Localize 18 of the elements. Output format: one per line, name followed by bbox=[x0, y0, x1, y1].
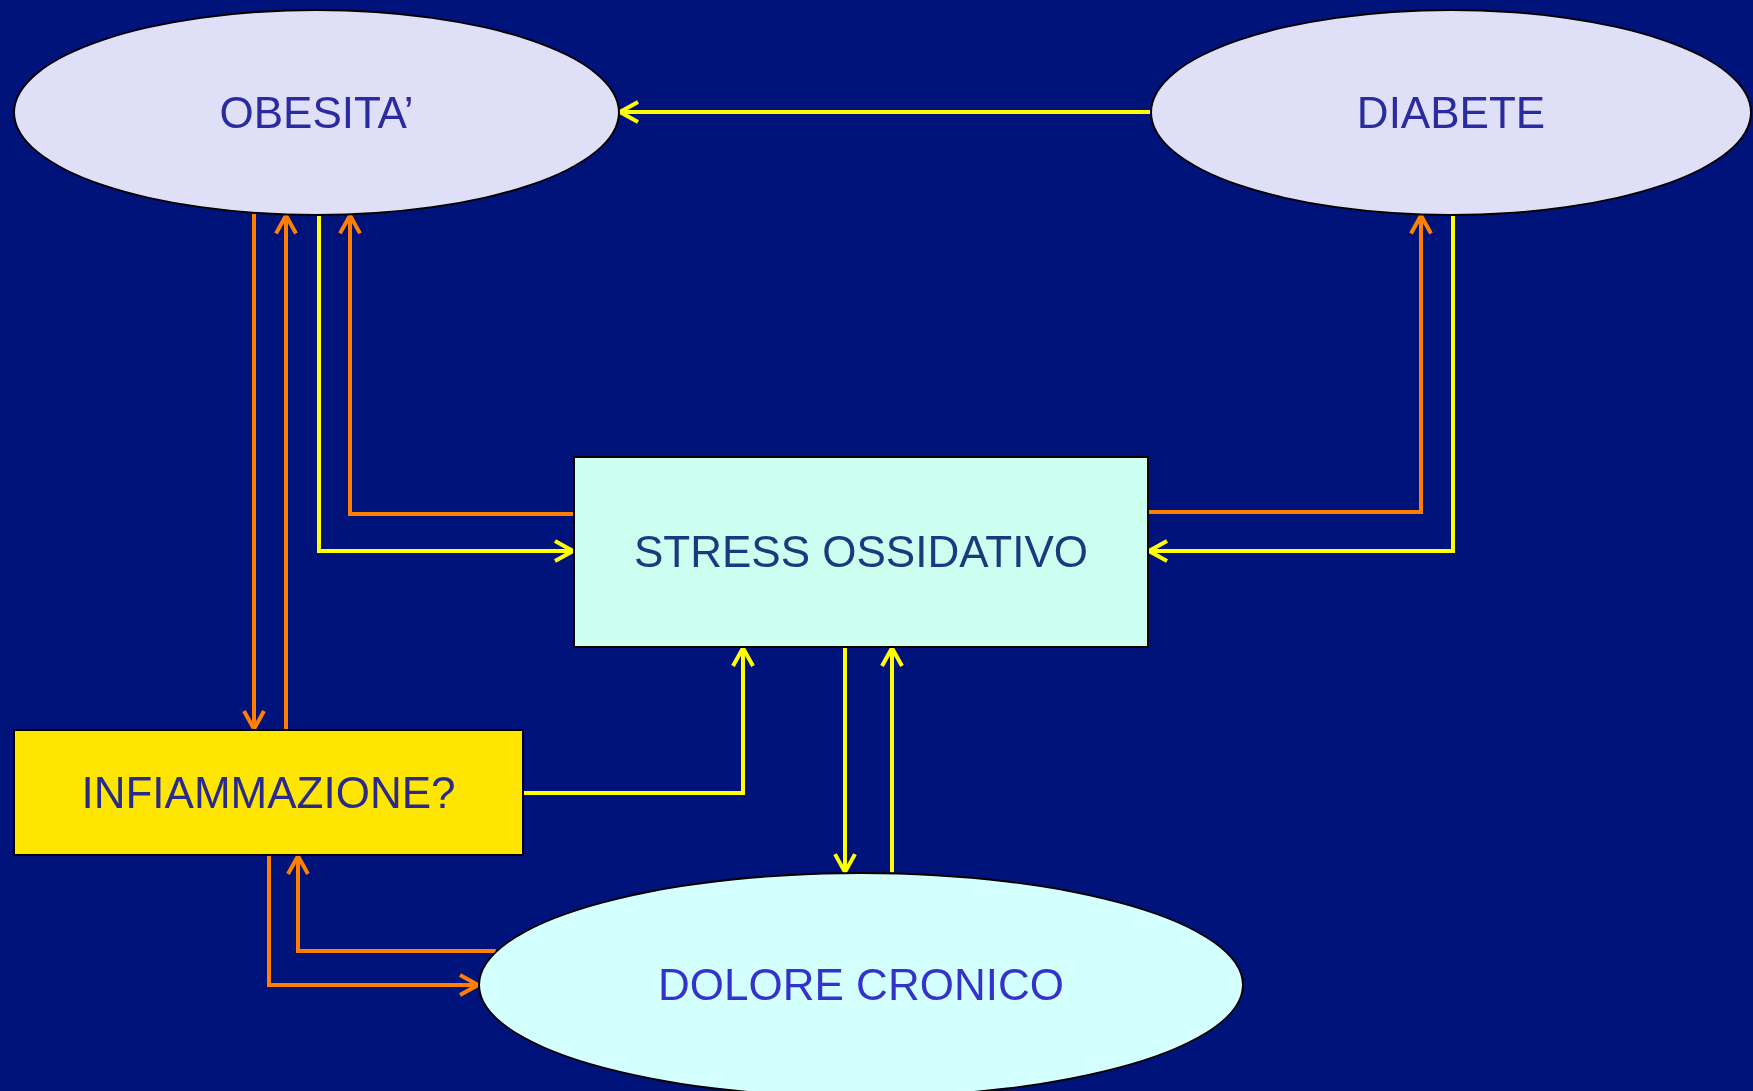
arrow bbox=[833, 648, 857, 875]
arrow bbox=[317, 216, 575, 563]
arrow bbox=[618, 100, 1150, 124]
arrow bbox=[524, 646, 755, 795]
arrow bbox=[880, 646, 904, 873]
process-box bbox=[13, 729, 524, 856]
node-label: DIABETE bbox=[1356, 87, 1546, 138]
arrow bbox=[338, 213, 573, 516]
node-label: OBESITA’ bbox=[219, 87, 414, 138]
arrow bbox=[242, 213, 266, 731]
node-label: INFIAMMAZIONE? bbox=[81, 767, 456, 818]
node-label: STRESS OSSIDATIVO bbox=[634, 527, 1088, 577]
node-label: DOLORE CRONICO bbox=[658, 960, 1064, 1010]
arrow bbox=[267, 856, 480, 997]
arrow bbox=[274, 213, 298, 729]
process-box bbox=[573, 456, 1149, 648]
arrow bbox=[286, 854, 496, 953]
arrow bbox=[1149, 213, 1433, 514]
